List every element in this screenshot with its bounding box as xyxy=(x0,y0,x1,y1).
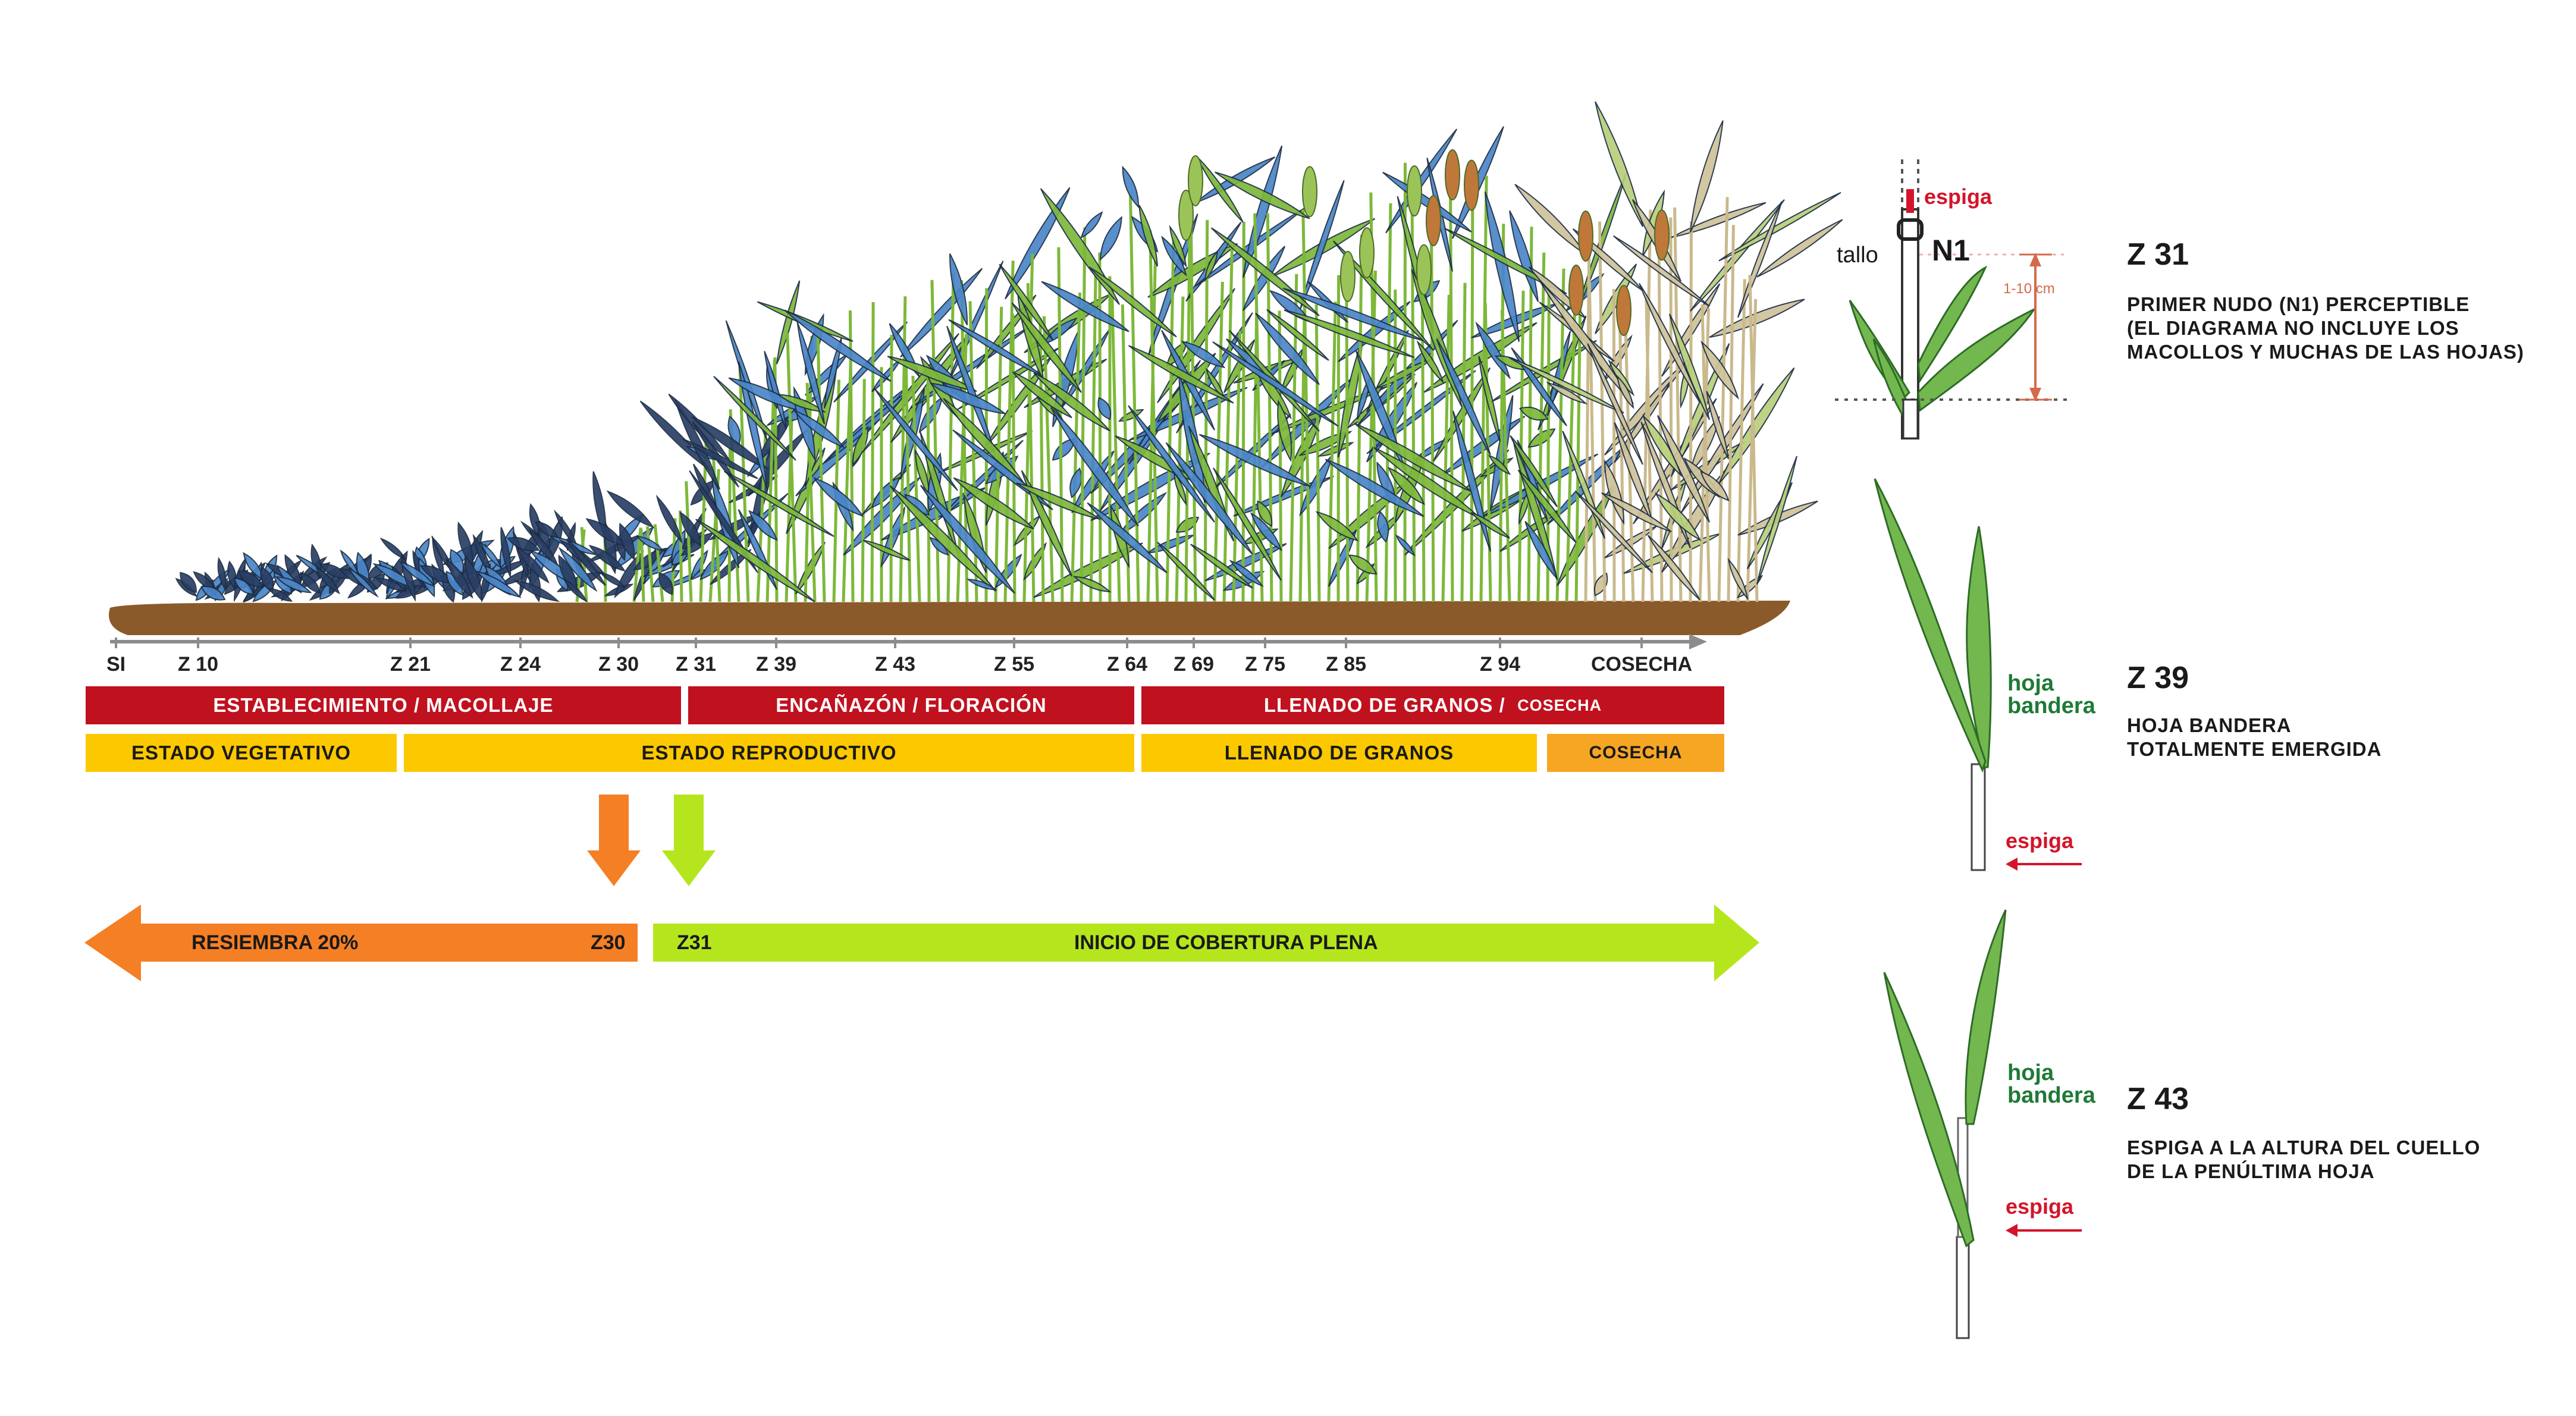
z43-code: Z 43 xyxy=(2127,1082,2189,1116)
z39-stem xyxy=(1971,763,1986,871)
tick-label: Z 55 xyxy=(993,653,1035,676)
phase-estado-vegetativo: ESTADO VEGETATIVO xyxy=(86,734,397,772)
tick-label: Z 21 xyxy=(390,653,431,676)
z31-leaf-right-upper xyxy=(1917,265,1988,384)
z43-description: ESPIGA A LA ALTURA DEL CUELLO DE LA PENÚ… xyxy=(2127,1136,2481,1182)
z39-description: HOJA BANDERA TOTALMENTE EMERGIDA xyxy=(2127,714,2382,760)
z43-lower-leaf xyxy=(1883,972,1975,1248)
z39-flag-leaf xyxy=(1966,526,1992,768)
z39-code: Z 39 xyxy=(2127,661,2189,695)
z43-espiga-label: espiga xyxy=(2006,1194,2074,1219)
lime-down-arrow xyxy=(662,795,716,886)
tick-label: Z 85 xyxy=(1325,653,1367,676)
z39-hoja-bandera-label: hoja bandera xyxy=(2007,671,2095,718)
z30-label: Z30 xyxy=(591,931,626,954)
tick-label: Z 94 xyxy=(1479,653,1521,676)
z31-n1-label: N1 xyxy=(1932,234,1970,267)
tick-label: Z 30 xyxy=(598,653,639,676)
z43-stem xyxy=(1956,1236,1970,1339)
phase-establecimiento: ESTABLECIMIENTO / MACOLLAJE xyxy=(86,686,681,724)
tick-label: Z 43 xyxy=(874,653,916,676)
z31-leaf-left-lower xyxy=(1872,338,1912,418)
z31-diagram xyxy=(1835,159,2070,439)
vegetation xyxy=(175,101,1843,603)
tick-label: COSECHA xyxy=(1590,653,1693,676)
tick-label: Z 24 xyxy=(500,653,541,676)
z31-node xyxy=(1897,218,1924,241)
z31-espiga-label: espiga xyxy=(1924,184,1993,209)
phase-llenado-granos: LLENADO DE GRANOS xyxy=(1141,734,1537,772)
z43-hoja-bandera-label: hoja bandera xyxy=(2007,1060,2095,1108)
phase-encanazon: ENCAÑAZÓN / FLORACIÓN xyxy=(688,686,1134,724)
tick-label: Z 39 xyxy=(755,653,797,676)
z31-label: Z31 xyxy=(677,931,712,954)
z43-diagram xyxy=(1883,909,2082,1339)
phase-cosecha: COSECHA xyxy=(1547,734,1724,772)
tick-label: Z 64 xyxy=(1106,653,1148,676)
cobertura-arrow xyxy=(653,905,1759,981)
resiembra-label: RESIEMBRA 20% xyxy=(192,931,359,954)
phase-llenado-cosecha: LLENADO DE GRANOS / COSECHA xyxy=(1141,686,1724,724)
z43-flag-leaf xyxy=(1965,909,2007,1125)
soil-strip xyxy=(109,601,1790,635)
z39-espiga-label: espiga xyxy=(2006,828,2074,853)
resiembra-arrow xyxy=(84,905,638,981)
tick-label: Z 10 xyxy=(177,653,219,676)
z31-code: Z 31 xyxy=(2127,237,2189,272)
cobertura-label: INICIO DE COBERTURA PLENA xyxy=(1074,931,1378,954)
z31-leaf-right-lower xyxy=(1917,307,2037,412)
tick-label: Z 31 xyxy=(675,653,717,676)
z31-tallo-label: tallo xyxy=(1837,243,1878,268)
z39-diagram xyxy=(1874,478,2082,871)
orange-down-arrow xyxy=(587,795,641,886)
tick-label: SI xyxy=(106,653,126,676)
z31-spike xyxy=(1906,189,1914,213)
z31-description: PRIMER NUDO (N1) PERCEPTIBLE (EL DIAGRAM… xyxy=(2127,293,2524,363)
z39-lower-leaf xyxy=(1874,478,1987,773)
grain-heads xyxy=(1178,149,1670,337)
phase-estado-reproductivo: ESTADO REPRODUCTIVO xyxy=(404,734,1134,772)
tick-label: Z 69 xyxy=(1173,653,1215,676)
tick-label: Z 75 xyxy=(1244,653,1286,676)
timeline-axis-arrowhead xyxy=(1689,634,1707,649)
timeline-tick-marks xyxy=(115,638,1643,648)
z31-measure-label: 1-10 cm xyxy=(2003,281,2055,297)
